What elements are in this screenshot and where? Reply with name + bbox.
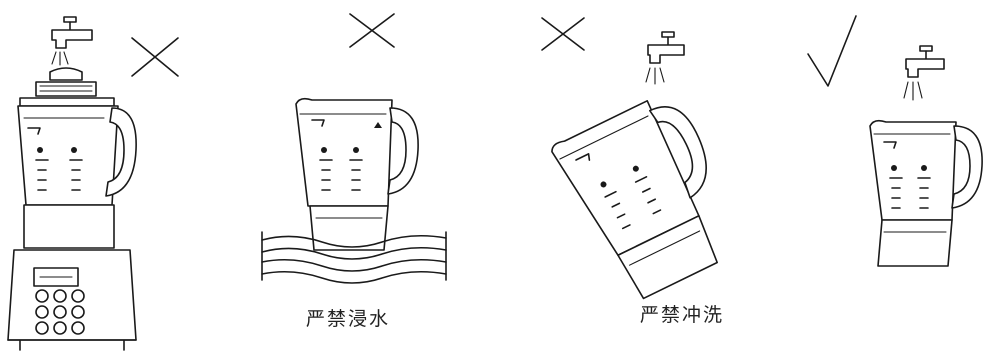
blender-jug [295,97,419,251]
control-buttons [35,289,85,335]
jug-in-water [261,97,447,284]
faucet-icon [905,45,945,78]
tilted-blender-jug [551,99,719,300]
water-spray-icon [51,51,69,66]
water-spray-icon [903,81,923,101]
no-rinse-caption: 严禁冲洗 [640,304,725,326]
cross-mark-icon [349,13,395,48]
blender-jug [17,105,137,206]
blender-jug-rinsing [869,119,983,267]
full-blender-under-faucet [7,16,137,351]
faucet-icon [647,31,685,64]
faucet-icon [51,16,93,49]
measurement-scale [600,165,662,230]
blender-lid [19,67,115,107]
water-spray-icon [645,67,665,85]
blender-base [7,204,137,351]
measurement-scale [889,165,931,209]
check-mark-icon [807,15,857,87]
cross-mark-icon [131,37,179,77]
no-immersion-caption: 严禁浸水 [306,308,391,330]
measurement-scale [35,147,83,191]
cross-mark-icon [541,17,585,51]
measurement-scale [319,147,363,191]
water-waves [261,231,447,284]
